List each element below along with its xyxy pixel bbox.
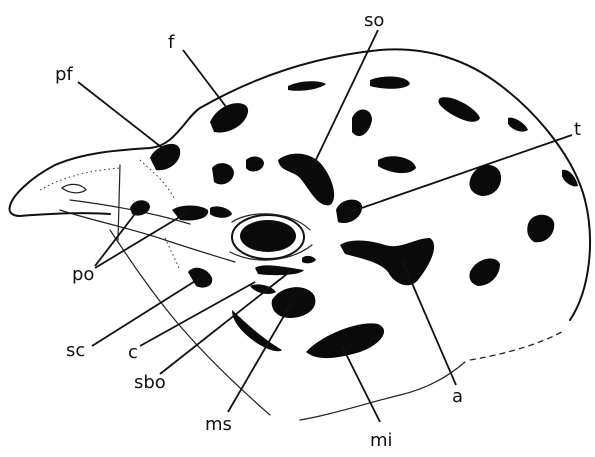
label-t: t (574, 119, 581, 140)
spot-f (210, 103, 248, 132)
head-outline (9, 49, 590, 420)
label-po: po (72, 264, 94, 285)
spot-a (340, 238, 434, 285)
label-mi: mi (370, 430, 393, 451)
spot-so (278, 154, 334, 206)
label-c: c (128, 342, 138, 363)
spot-t (336, 200, 362, 223)
label-sbo: sbo (134, 372, 166, 393)
label-pf: pf (55, 64, 73, 85)
spot-sc (188, 268, 212, 288)
label-f: f (168, 32, 175, 53)
label-ms: ms (205, 414, 232, 435)
label-a: a (452, 386, 463, 407)
leader-lines (78, 30, 572, 422)
label-sc: sc (66, 340, 85, 361)
spot-ms (272, 287, 316, 318)
spots (130, 77, 578, 359)
spot-sbo (255, 265, 304, 275)
label-so: so (364, 10, 384, 31)
